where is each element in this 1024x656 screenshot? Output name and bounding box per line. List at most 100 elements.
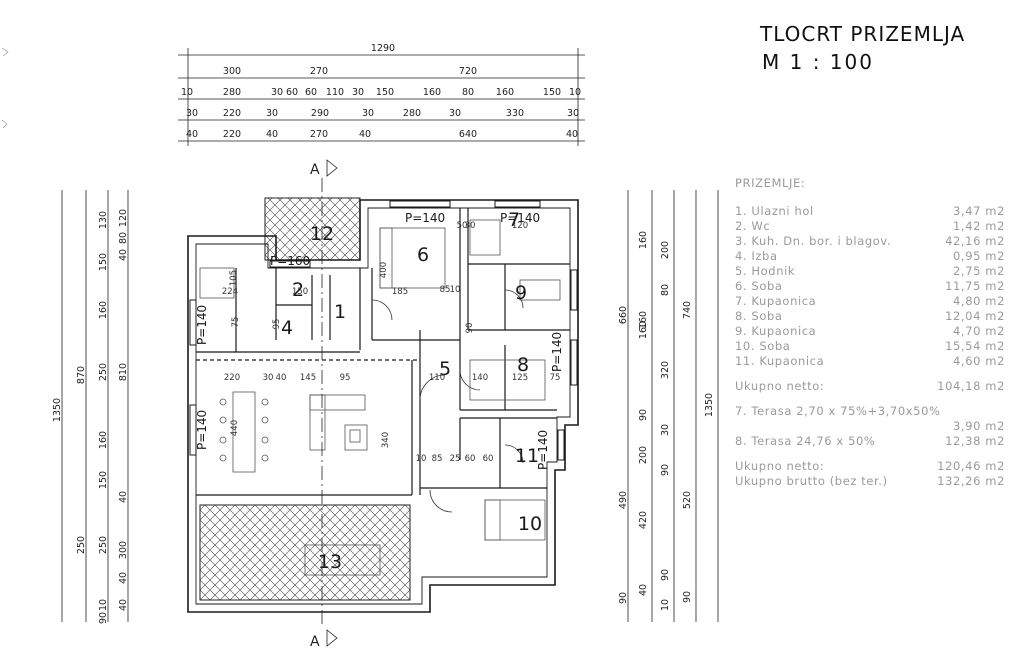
legend-room-area: 2,75 m2: [953, 264, 1005, 278]
left-dim-second-0: 870: [76, 366, 87, 384]
left-dim-second-1: 250: [76, 536, 87, 554]
room-number-13: 13: [318, 551, 342, 573]
inner-dim-4: 150: [292, 287, 308, 297]
top-dim-row5-4: 40: [359, 129, 371, 140]
inner-dim-14: 110: [429, 373, 445, 383]
top-dim-row2-0: 300: [223, 66, 241, 77]
legend-room-area: 3,47 m2: [953, 204, 1005, 218]
legend-room-area: 11,75 m2: [945, 279, 1005, 293]
right-dim-fourth-12: 40: [638, 584, 649, 596]
right-dim-fourth-1: 200: [660, 241, 671, 259]
top-dim-row2-1: 270: [310, 66, 328, 77]
inner-dim-3: 95: [272, 319, 282, 330]
legend-room-name: 11. Kupaonica: [735, 354, 825, 368]
right-dimension-lines: [627, 190, 719, 622]
top-dim-row3-8: 160: [423, 87, 441, 98]
left-dim-fourth-5: 40: [118, 491, 129, 503]
right-dim-fourth-2: 160: [638, 311, 649, 329]
right-dim-second-2: 90: [682, 591, 693, 603]
legend-room-row: 11. Kupaonica 4,60 m2: [735, 354, 1005, 369]
inner-dim-12: 145: [300, 373, 316, 383]
legend-room-area: 4,60 m2: [953, 354, 1005, 368]
right-dim-fourth-13: 10: [660, 599, 671, 611]
room-number-5: 5: [439, 358, 451, 380]
left-dim-outer-0: 1350: [52, 398, 63, 422]
legend-room-name: 6. Soba: [735, 279, 783, 293]
room-number-11: 11: [515, 445, 539, 467]
inner-dim-10: 30: [263, 373, 274, 383]
room-number-10: 10: [518, 513, 542, 535]
top-dim-row3-10: 160: [496, 87, 514, 98]
top-dim-row5-5: 640: [459, 129, 477, 140]
drawing-title: TLOCRT PRIZEMLJA: [760, 22, 966, 46]
inner-dim-22: 25: [450, 454, 461, 464]
top-dim-row3-9: 80: [462, 87, 474, 98]
left-dim-fourth-4: 300: [118, 541, 129, 559]
opening-label-0: P=140: [195, 305, 209, 345]
left-dim-fourth-7: 40: [118, 599, 129, 611]
legend-room-name: 9. Kupaonica: [735, 324, 817, 338]
inner-dim-9: 220: [224, 373, 240, 383]
inner-dim-8: 400: [379, 262, 389, 278]
inner-dim-26: 50: [457, 221, 468, 231]
opening-label-6: P=140: [536, 430, 550, 470]
right-dim-third-1: 490: [618, 491, 629, 509]
left-dim-third-7: 10: [98, 599, 109, 611]
inner-dim-28: 120: [512, 221, 528, 231]
room-number-4: 4: [281, 317, 293, 339]
legend-room-area: 12,04 m2: [945, 309, 1005, 323]
top-dim-row3-0: 10: [181, 87, 193, 98]
legend-room-area: 0,95 m2: [953, 249, 1005, 263]
right-dim-fourth-0: 160: [638, 231, 649, 249]
top-dimension-lines: [178, 48, 585, 146]
legend-gross-total: Ukupno brutto (bez ter.) 132,26 m2: [735, 474, 1005, 489]
left-dimension-lines: [61, 190, 129, 622]
legend-room-area: 42,16 m2: [945, 234, 1005, 248]
top-dim-row5-1: 220: [223, 129, 241, 140]
top-dim-row2-2: 720: [459, 66, 477, 77]
top-dim-row4-6: 30: [449, 108, 461, 119]
top-dim-row3-4: 60: [305, 87, 317, 98]
inner-dim-5: 185: [392, 287, 408, 297]
top-dim-row5-6: 40: [566, 129, 578, 140]
room-number-9: 9: [515, 282, 527, 304]
right-dim-fourth-11: 90: [660, 569, 671, 581]
legend-gross-total-value: 132,26 m2: [937, 474, 1005, 488]
inner-dim-21: 85: [432, 454, 443, 464]
inner-dim-18: 440: [230, 420, 240, 436]
inner-dim-23: 60: [465, 454, 476, 464]
inner-dim-7: 10: [450, 285, 461, 295]
left-dim-third-1: 150: [98, 253, 109, 271]
right-dim-second-0: 740: [682, 301, 693, 319]
top-dim-row4-4: 30: [362, 108, 374, 119]
legend-room-name: 7. Kupaonica: [735, 294, 817, 308]
left-dim-third-2: 160: [98, 301, 109, 319]
drawing-scale: M 1 : 100: [762, 50, 874, 74]
inner-dim-13: 95: [340, 373, 351, 383]
legend-room-area: 4,80 m2: [953, 294, 1005, 308]
inner-dim-19: 340: [381, 432, 391, 448]
left-dim-fourth-1: 80: [118, 232, 129, 244]
legend-room-name: 3. Kuh. Dn. bor. i blagov.: [735, 234, 892, 248]
right-dimension-labels: 1350740520906604909016020016080160320903…: [618, 231, 715, 611]
top-dim-row5-3: 270: [310, 129, 328, 140]
left-dim-fourth-6: 40: [118, 572, 129, 584]
legend-room-name: 10. Soba: [735, 339, 791, 353]
legend-net-total-2: Ukupno netto: 120,46 m2: [735, 459, 1005, 474]
legend-room-row: 3. Kuh. Dn. bor. i blagov. 42,16 m2: [735, 234, 1005, 249]
right-dim-fourth-7: 30: [660, 424, 671, 436]
left-dim-third-4: 160: [98, 431, 109, 449]
right-dim-fourth-9: 90: [660, 464, 671, 476]
left-dim-third-6: 250: [98, 536, 109, 554]
opening-label-5: P=140: [550, 332, 564, 372]
legend-room-area: 4,70 m2: [953, 324, 1005, 338]
left-dim-fourth-0: 120: [118, 209, 129, 227]
legend-gross-total-label: Ukupno brutto (bez ter.): [735, 474, 888, 488]
